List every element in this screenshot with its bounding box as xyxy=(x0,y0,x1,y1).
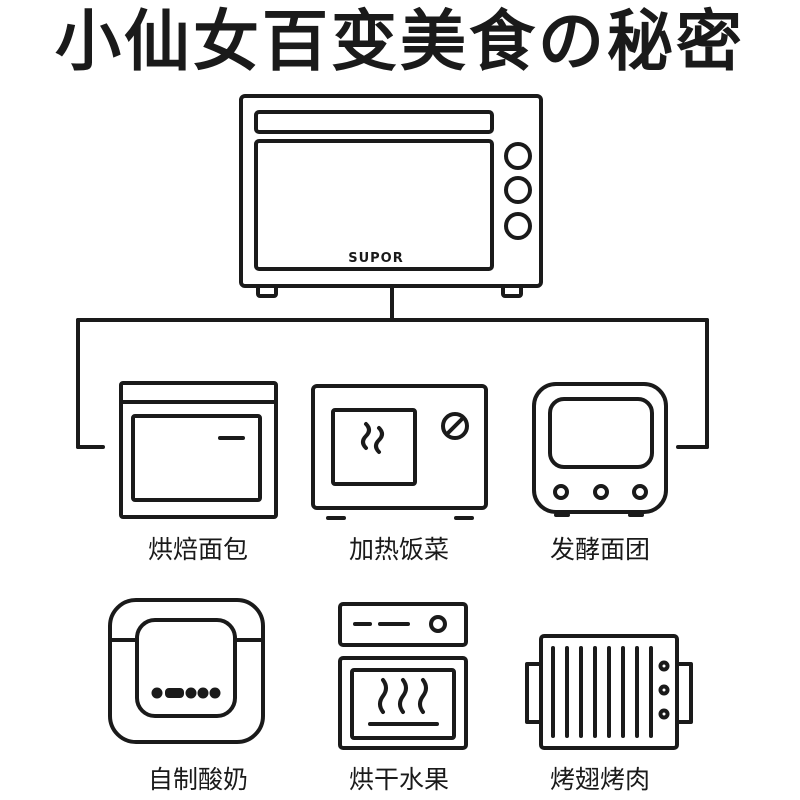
function-label-grill: 烤翅烤肉 xyxy=(500,765,700,795)
dehydrator-icon xyxy=(340,604,466,748)
function-label-proof: 发酵面团 xyxy=(500,535,700,565)
function-label-yogurt: 自制酸奶 xyxy=(98,765,298,795)
function-label-dry-fruit: 烘干水果 xyxy=(299,765,499,795)
main-oven-icon: SUPOR xyxy=(241,96,541,296)
proofing-box-icon xyxy=(534,384,666,515)
brand-logo: SUPOR xyxy=(348,251,404,266)
function-label-reheat: 加热饭菜 xyxy=(299,535,499,565)
microwave-icon xyxy=(313,386,486,518)
connector-lines xyxy=(78,287,707,447)
bread-oven-icon xyxy=(121,383,276,517)
grill-icon xyxy=(527,636,691,748)
function-label-bread: 烘焙面包 xyxy=(98,535,298,565)
yogurt-maker-icon xyxy=(110,600,263,742)
